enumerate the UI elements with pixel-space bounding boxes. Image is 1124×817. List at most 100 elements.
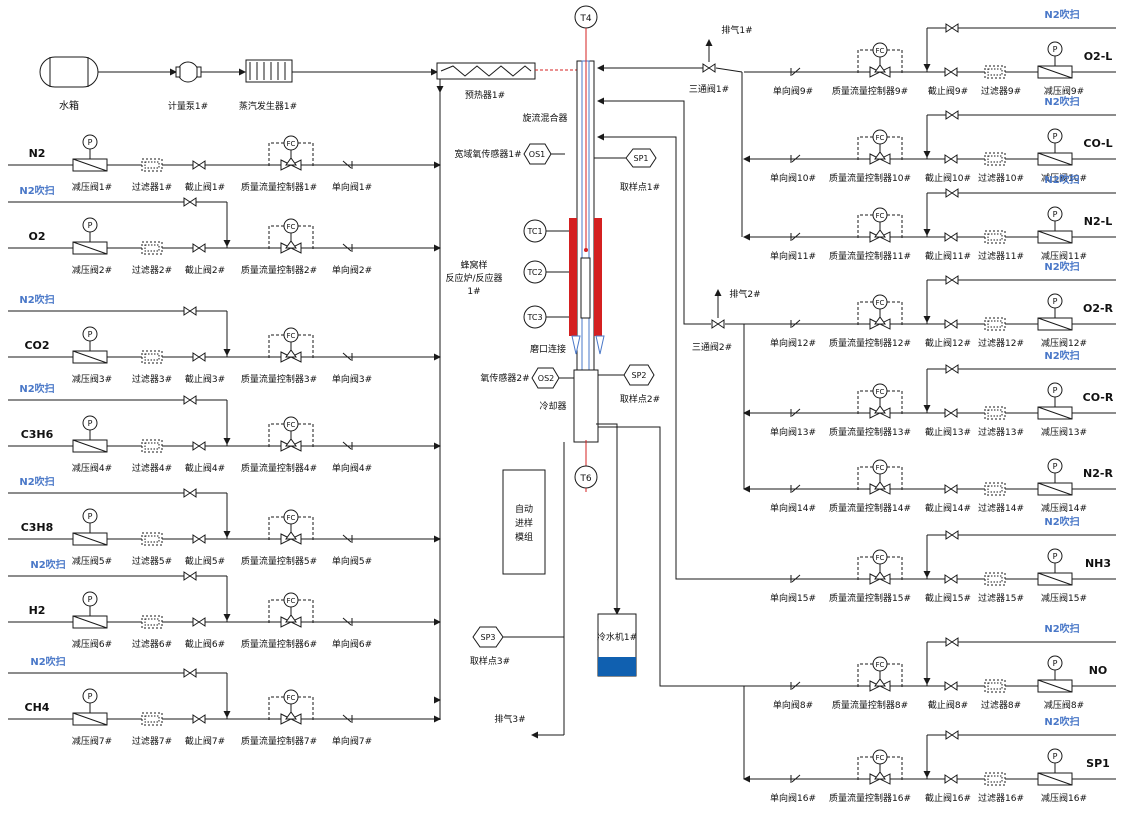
stop-valve-icon [944,484,958,494]
signal-line [268,142,284,168]
stop-valve-icon [192,243,206,253]
stop-valve-icon [944,319,958,329]
stop-valve-icon [192,534,206,544]
check-valve-icon [791,484,801,493]
mfc-label: 质量流量控制器7# [241,735,317,747]
filter-label: 过滤器16# [978,792,1024,804]
signal-line [857,49,873,75]
check-valve-label: 单向阀16# [770,792,816,804]
flow-controller-letters: FC [287,140,296,148]
signal-line [887,301,903,327]
pressure-reducer-label: 减压阀5# [72,555,112,567]
signal-line [268,516,284,542]
pressure-gauge-icon [1047,548,1063,564]
signal-line [857,663,873,689]
flow-controller-letters: FC [876,388,885,396]
purge-label: N2吹扫 [19,382,54,395]
check-valve-icon [791,232,801,241]
purge-label: N2吹扫 [19,184,54,197]
flow-controller-letters: FC [287,694,296,702]
mfc-actuator-icon [285,711,297,720]
pressure-reducer-diagonal [72,532,108,546]
ground-joint-icon [571,335,605,355]
signal-line [857,214,873,240]
gas-name: N2-L [1084,215,1112,228]
purge-valve-icon [183,571,197,581]
check-valve-label: 单向阀7# [332,735,372,747]
chiller-water-level [598,657,636,676]
mfc-actuator-icon [285,438,297,447]
pressure-gauge-icon [1047,382,1063,398]
purge-label: N2吹扫 [1044,349,1079,362]
filter-core-icon [987,409,1003,417]
purge-label: N2吹扫 [19,475,54,488]
mfc-label: 质量流量控制器5# [241,555,317,567]
pressure-gauge-icon [1047,748,1063,764]
check-valve-icon [342,441,352,450]
purge-label: N2吹扫 [1044,260,1079,273]
purge-valve-icon [945,730,959,740]
signal-line [887,136,903,162]
ground-joint-label: 磨口连接 [530,343,566,355]
filter-core-icon [987,155,1003,163]
pressure-reducer-label: 减压阀3# [72,373,112,385]
pressure-gauge-letter: P [88,419,93,428]
stop-valve-icon [944,232,958,242]
purge-valve-icon [183,306,197,316]
pressure-gauge-letter: P [1053,132,1058,141]
stop-valve-label: 截止阀12# [925,337,971,349]
pressure-reducer-label: 减压阀6# [72,638,112,650]
reactor-label-line2: 反应炉/反应器 [445,272,502,284]
filter-core-icon [144,442,160,450]
mfc-label: 质量流量控制器9# [832,85,908,97]
check-valve-icon [342,714,352,723]
pressure-reducer-diagonal [72,241,108,255]
stop-valve-icon [192,352,206,362]
gas-name: CH4 [25,701,50,714]
gas-name: C3H8 [21,521,54,534]
signal-line [887,466,903,492]
filter-label: 过滤器9# [981,85,1021,97]
pipe-line [715,67,743,73]
pressure-reducer-diagonal [1037,772,1073,786]
signal-line [298,142,314,168]
pressure-gauge-letter: P [1053,752,1058,761]
check-valve-label: 单向阀11# [770,250,816,262]
pressure-reducer-diagonal [1037,230,1073,244]
purge-valve-icon [945,23,959,33]
pressure-reducer-diagonal [72,439,108,453]
flow-controller-letters: FC [287,223,296,231]
metering-pump-label: 计量泵1# [168,100,208,112]
flow-controller-letters: FC [287,332,296,340]
sample-point-sp2-tag: SP2 [632,371,647,380]
check-valve-icon [342,160,352,169]
purge-valve-icon [183,395,197,405]
signal-line [268,423,284,449]
check-valve-label: 单向阀5# [332,555,372,567]
signal-line [857,390,873,416]
gas-name: C3H6 [21,428,54,441]
mfc-actuator-icon [285,614,297,623]
filter-core-icon [987,775,1003,783]
signal-line [268,696,284,722]
filter-core-icon [987,485,1003,493]
stop-valve-label: 截止阀8# [928,699,968,711]
mfc-label: 质量流量控制器4# [241,462,317,474]
mfc-actuator-icon [874,405,886,414]
check-valve-icon [791,154,801,163]
flow-controller-letters: FC [876,212,885,220]
flow-controller-letters: FC [876,661,885,669]
check-valve-label: 单向阀15# [770,592,816,604]
signal-line [857,466,873,492]
check-valve-icon [791,574,801,583]
mfc-actuator-icon [285,157,297,166]
pressure-gauge-letter: P [1053,659,1058,668]
mfc-actuator-icon [874,571,886,580]
reactor-label-line1: 蜂窝样 [460,259,487,271]
filter-core-icon [987,682,1003,690]
cooler-icon [573,369,599,443]
mfc-actuator-icon [874,229,886,238]
stop-valve-label: 截止阀13# [925,426,971,438]
stop-valve-label: 截止阀9# [928,85,968,97]
exhaust2-label: 排气2# [729,288,760,300]
